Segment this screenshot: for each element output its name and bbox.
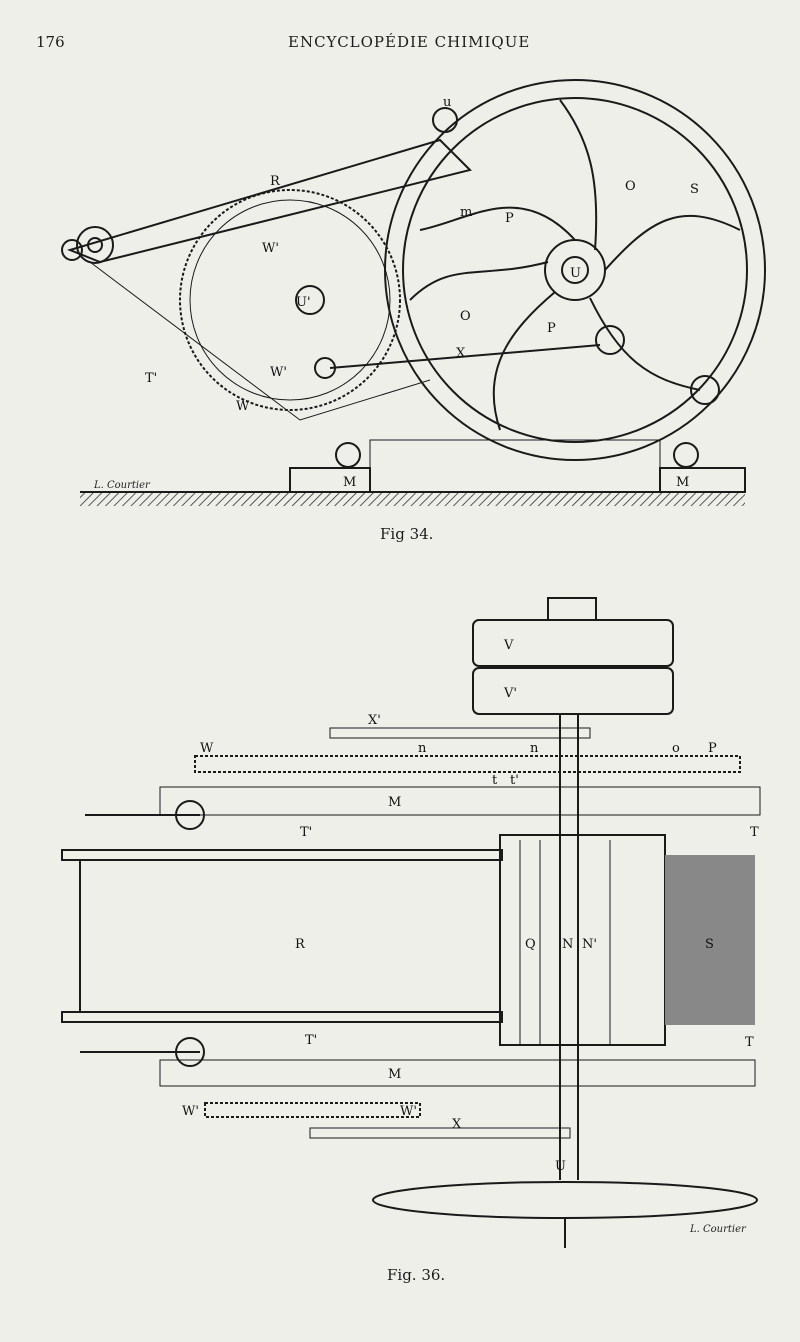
fig34-label: u	[443, 95, 451, 110]
fig36-label: M	[388, 1067, 401, 1082]
fig36-label: W	[200, 741, 214, 756]
fig36-label: t'	[510, 773, 519, 788]
fig36-label: U	[555, 1159, 566, 1174]
page-number: 176	[36, 33, 65, 51]
fig34-label: T'	[145, 371, 157, 386]
fig36-label: T	[745, 1035, 754, 1050]
fig36-label: X'	[368, 713, 381, 728]
fig36-label: N'	[582, 937, 597, 952]
fig36-label: V'	[503, 686, 517, 701]
figure-36-drawing	[61, 597, 761, 1248]
fig36-label: o	[672, 741, 680, 756]
fig36-label: T	[750, 825, 759, 840]
fig36-label: R	[295, 937, 306, 952]
fig34-signature: L. Courtier	[93, 480, 151, 491]
figure-34-caption: Fig 34.	[380, 525, 434, 543]
fig36-label: N	[562, 937, 573, 952]
fig34-label: P	[547, 321, 556, 336]
knurled-roller	[665, 855, 755, 1025]
ground-hatching	[80, 492, 745, 506]
fig34-label: U'	[296, 295, 311, 310]
fig36-label: t	[492, 773, 498, 788]
fig36-label: V	[503, 638, 514, 653]
fig36-label: n	[418, 741, 427, 756]
fig36-label: T'	[300, 825, 312, 840]
fig36-label: Q	[525, 937, 536, 952]
fig34-label: S	[690, 182, 699, 197]
fig36-label: W'	[400, 1104, 417, 1119]
fig34-label: M	[343, 475, 356, 490]
fig34-label: W'	[262, 241, 279, 256]
fig36-label: n	[530, 741, 539, 756]
fig34-label: W'	[270, 365, 287, 380]
fig34-label: P	[505, 211, 514, 226]
fig34-label: X	[456, 346, 466, 361]
fig36-signature: L. Courtier	[689, 1224, 747, 1235]
fig34-label: O	[625, 179, 636, 194]
fig36-label: X	[452, 1117, 462, 1132]
fig36-label: W'	[182, 1104, 199, 1119]
figure-36-caption: Fig. 36.	[387, 1266, 446, 1284]
running-title: ENCYCLOPÉDIE CHIMIQUE	[288, 33, 531, 51]
fig36-label: S	[705, 937, 714, 952]
fig34-label: U	[570, 266, 581, 281]
fig36-label: P	[708, 741, 717, 756]
figure-34-drawing	[61, 79, 766, 506]
fig36-label: M	[388, 795, 401, 810]
fig34-label: m	[460, 205, 472, 220]
fig34-label: O	[460, 309, 471, 324]
figure-34-labels: u R W' U' W' T' W X m P O U P O S M M L.…	[93, 95, 699, 491]
fig34-label: R	[270, 174, 281, 189]
fig36-label: T'	[305, 1033, 317, 1048]
figure-36-labels: V V' X' W n n o P t t' M T' T R Q N N' S…	[182, 638, 759, 1235]
fig34-label: M	[676, 475, 689, 490]
fig34-label: W	[236, 399, 250, 414]
